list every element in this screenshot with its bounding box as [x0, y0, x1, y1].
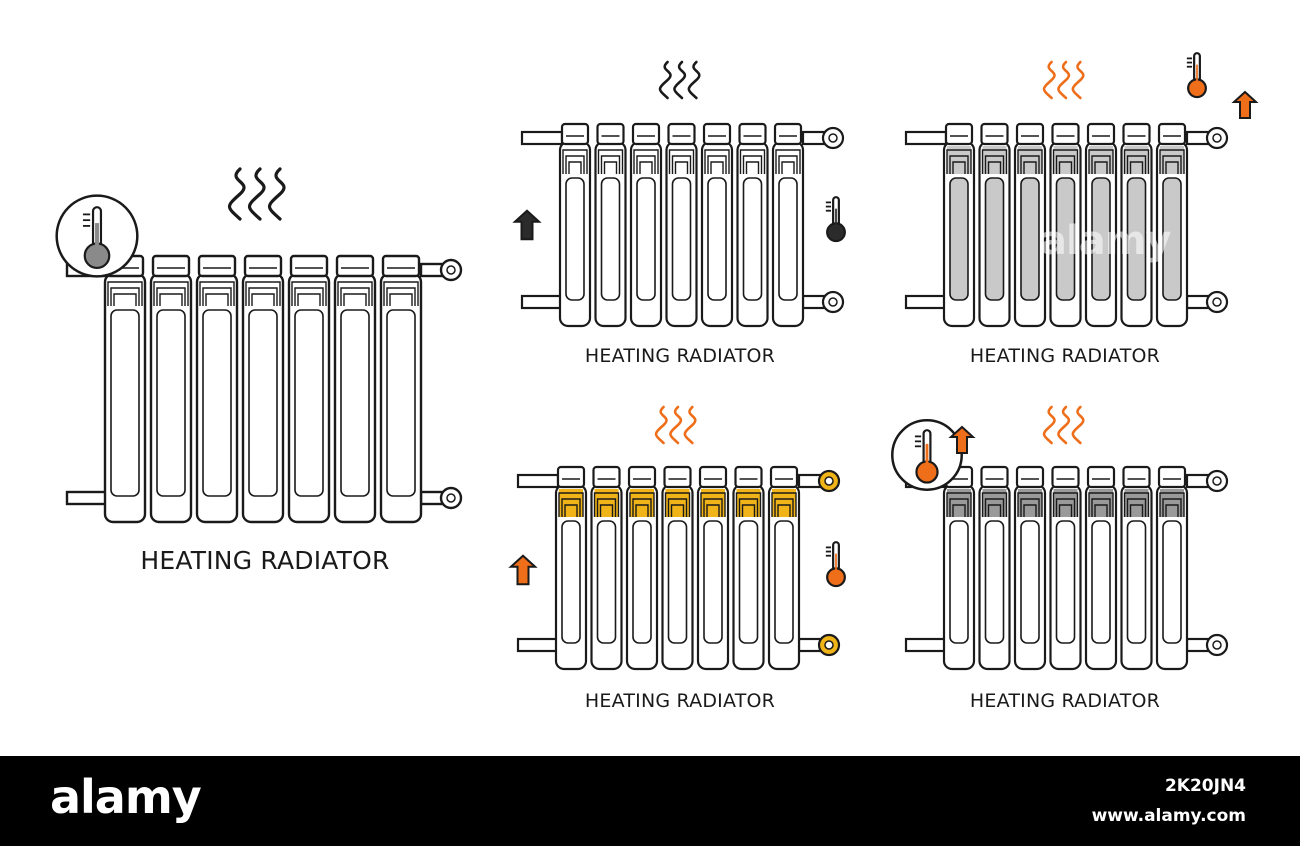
steam-wave — [247, 167, 266, 221]
steam-wave — [687, 60, 701, 100]
site-url: www.alamy.com — [1091, 806, 1246, 826]
steam-icon — [654, 405, 697, 445]
panel-3-group — [508, 405, 846, 671]
pipe-icon — [904, 294, 948, 310]
radiator-section — [625, 465, 659, 671]
steam-wave — [669, 405, 683, 445]
radiator-section — [942, 465, 976, 671]
up-arrow-icon — [1231, 90, 1259, 119]
thermometer-icon — [825, 196, 846, 243]
up-arrow-icon — [948, 425, 976, 454]
pipe-icon — [904, 130, 948, 146]
radiator-section — [558, 122, 592, 328]
thermometer-icon — [825, 541, 846, 588]
thermometer-icon — [1186, 52, 1207, 99]
up-arrow-icon — [512, 209, 542, 241]
steam-wave — [1057, 405, 1071, 445]
steam-icon — [1042, 405, 1085, 445]
radiator-section — [767, 465, 801, 671]
caption-panel-3: HEATING RADIATOR — [584, 690, 776, 712]
pipe-icon — [904, 637, 948, 653]
illustration-canvas — [55, 52, 1259, 671]
panel-1-group — [512, 60, 846, 328]
steam-icon — [658, 60, 701, 100]
pipe-icon — [516, 473, 560, 489]
brand-logo: alamy — [50, 770, 202, 824]
pipe-icon — [516, 637, 560, 653]
main-radiator-group — [55, 167, 463, 524]
radiator-section — [661, 465, 694, 671]
steam-icon — [227, 167, 286, 221]
radiator — [65, 254, 463, 524]
radiator-section — [1120, 465, 1153, 671]
footer-bar: alamy 2K20JN4 www.alamy.com — [0, 756, 1300, 846]
steam-wave — [1042, 60, 1056, 100]
radiator-section — [771, 122, 805, 328]
radiator-section — [554, 465, 588, 671]
radiator-section — [1084, 465, 1118, 671]
caption-panel-1: HEATING RADIATOR — [584, 345, 776, 367]
pipe-icon — [520, 294, 564, 310]
radiator-section — [629, 122, 663, 328]
radiator-section — [978, 122, 1011, 328]
thermometer-icon — [891, 419, 963, 491]
radiator-section — [978, 465, 1011, 671]
radiator — [516, 465, 841, 671]
panel-2-group — [904, 52, 1259, 328]
steam-wave — [227, 167, 246, 221]
steam-icon — [1042, 60, 1085, 100]
radiator-section — [1155, 465, 1189, 671]
radiator-section — [590, 465, 623, 671]
radiator-section — [241, 254, 285, 524]
steam-wave — [654, 405, 668, 445]
steam-wave — [1057, 60, 1071, 100]
panel-4-group — [891, 405, 1229, 671]
watermark-text: alamy — [1040, 218, 1171, 264]
caption-panel-4: HEATING RADIATOR — [969, 690, 1161, 712]
radiator-section — [287, 254, 331, 524]
radiator-section — [1155, 122, 1189, 328]
radiator-section — [1049, 465, 1082, 671]
radiator-section — [1013, 122, 1047, 328]
radiator-section — [1049, 122, 1082, 328]
steam-wave — [683, 405, 697, 445]
steam-wave — [267, 167, 286, 221]
steam-wave — [1071, 405, 1085, 445]
radiator-section — [594, 122, 627, 328]
steam-wave — [658, 60, 672, 100]
radiator-section — [732, 465, 765, 671]
radiator-section — [379, 254, 423, 524]
radiator-section — [333, 254, 377, 524]
steam-wave — [673, 60, 687, 100]
up-arrow-icon — [508, 554, 538, 586]
image-id: 2K20JN4 — [1164, 776, 1246, 796]
radiator-section — [195, 254, 239, 524]
radiator-section — [1013, 465, 1047, 671]
radiator-section — [700, 122, 734, 328]
steam-wave — [1042, 405, 1056, 445]
radiator — [904, 465, 1229, 671]
radiator — [520, 122, 845, 328]
pipe-icon — [65, 490, 109, 506]
radiator — [904, 122, 1229, 328]
radiator-section — [149, 254, 193, 524]
caption-panel-2: HEATING RADIATOR — [969, 345, 1161, 367]
radiator-section — [665, 122, 698, 328]
radiator-section — [736, 122, 769, 328]
caption-main: HEATING RADIATOR — [140, 546, 390, 575]
radiator-section — [1084, 122, 1118, 328]
radiator-section — [942, 122, 976, 328]
radiator-section — [1120, 122, 1153, 328]
pipe-icon — [520, 130, 564, 146]
steam-wave — [1071, 60, 1085, 100]
thermometer-icon — [55, 194, 139, 278]
radiator-section — [103, 254, 147, 524]
radiator-section — [696, 465, 730, 671]
